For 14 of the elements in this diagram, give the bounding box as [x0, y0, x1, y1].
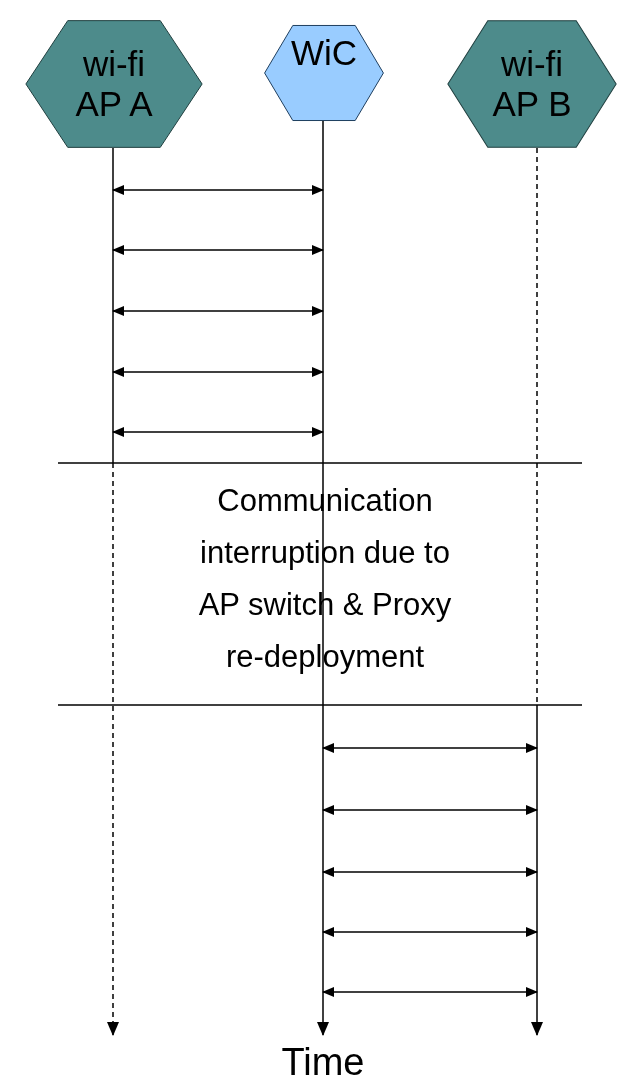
message-arrow [322, 987, 538, 997]
node-label: wi-fi AP B [491, 44, 573, 124]
message-arrow [322, 743, 538, 753]
message-arrow [322, 805, 538, 815]
message-arrow [112, 306, 324, 316]
message-arrow [322, 867, 538, 877]
message-arrow [112, 185, 324, 195]
message-arrow [112, 367, 324, 377]
node-label: WiC [289, 33, 359, 73]
message-arrow [322, 927, 538, 937]
node-label: wi-fi AP A [74, 44, 154, 124]
axis-label: Time [280, 1040, 366, 1084]
message-arrow [112, 427, 324, 437]
message-arrow [112, 245, 324, 255]
